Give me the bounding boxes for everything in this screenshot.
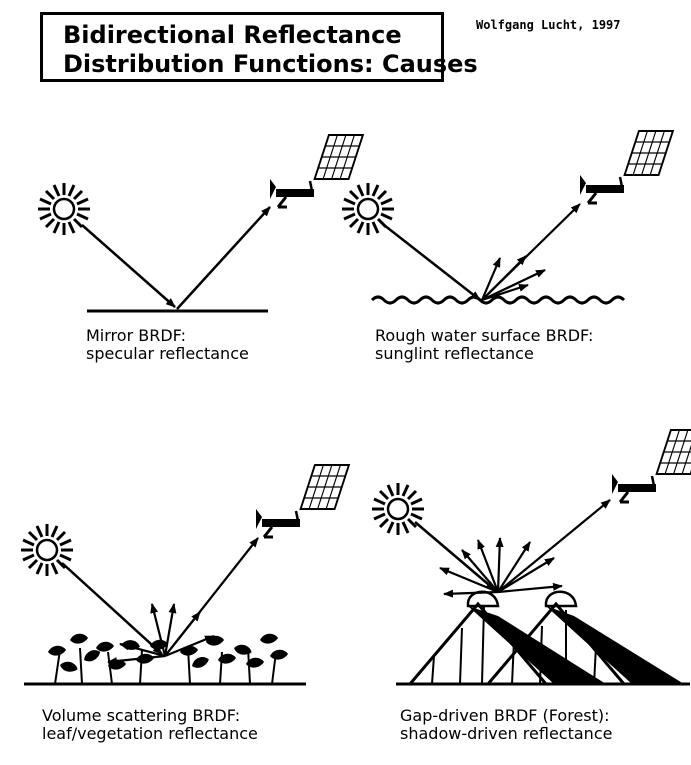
incident-ray <box>61 562 163 655</box>
caption-line: Gap-driven BRDF (Forest): <box>400 706 610 725</box>
caption-line: shadow-driven reflectance <box>400 724 613 743</box>
caption-line: Mirror BRDF: <box>86 326 186 345</box>
sun-icon <box>36 181 92 237</box>
caption-volume-scattering: Volume scattering BRDF: leaf/vegetation … <box>42 707 258 743</box>
incident-ray <box>383 224 481 301</box>
water-surface <box>370 295 626 305</box>
caption-mirror: Mirror BRDF: specular reflectance <box>86 327 249 363</box>
sun-icon <box>19 522 75 578</box>
title-box: Bidirectional Reflectance Distribution F… <box>40 12 478 82</box>
panel-mirror <box>36 133 365 313</box>
caption-line: sunglint reflectance <box>375 344 534 363</box>
forest-canopy <box>408 590 684 685</box>
caption-line: specular reflectance <box>86 344 249 363</box>
caption-gap-driven-forest: Gap-driven BRDF (Forest): shadow-driven … <box>400 707 612 743</box>
satellite-icon <box>610 428 691 504</box>
satellite-icon <box>254 463 351 539</box>
glint-rays <box>480 203 581 302</box>
caption-line: Volume scattering BRDF: <box>42 706 241 725</box>
title-line-2: Distribution Functions: Causes <box>63 50 478 78</box>
caption-line: leaf/vegetation reflectance <box>42 724 258 743</box>
incident-ray <box>81 224 176 308</box>
panel-gap-driven-forest <box>370 428 691 686</box>
reflected-ray <box>176 206 271 310</box>
panel-volume-scattering <box>19 463 351 686</box>
author-credit: Wolfgang Lucht, 1997 <box>476 18 621 32</box>
satellite-icon <box>578 129 675 205</box>
panel-rough-water <box>340 129 675 305</box>
caption-rough-water: Rough water surface BRDF: sunglint refle… <box>375 327 593 363</box>
incident-ray <box>414 521 496 591</box>
title-line-1: Bidirectional Reflectance <box>63 21 402 49</box>
satellite-icon <box>268 133 365 209</box>
reflected-rays <box>439 499 611 598</box>
scattered-rays <box>107 537 259 666</box>
sun-icon <box>370 481 426 537</box>
caption-line: Rough water surface BRDF: <box>375 326 594 345</box>
